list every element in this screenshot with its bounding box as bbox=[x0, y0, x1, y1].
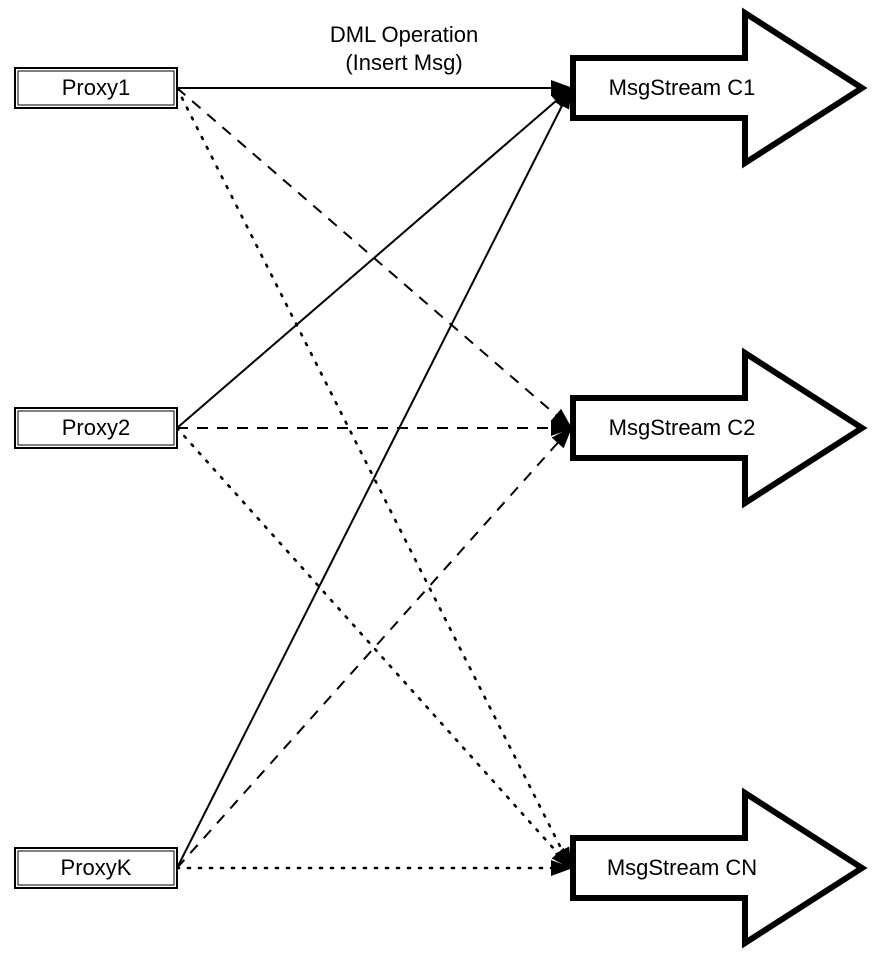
msgstream-arrow-shape[interactable] bbox=[570, 7, 868, 169]
streams-layer: MsgStream C1 MsgStream C2 MsgStream CN bbox=[570, 7, 868, 949]
msgstream-label: MsgStream CN bbox=[607, 855, 757, 880]
connection-line-dotted[interactable] bbox=[175, 426, 573, 870]
msgstream-cn[interactable]: MsgStream CN bbox=[570, 787, 868, 949]
proxy-box-inner-border bbox=[17, 410, 175, 446]
proxy-box[interactable] bbox=[14, 67, 178, 109]
arrowhead-triangle bbox=[551, 860, 573, 876]
annotation-dml-operation: DML Operation (Insert Msg) bbox=[330, 22, 478, 75]
proxy-box[interactable] bbox=[14, 847, 178, 889]
proxy-node-proxy2[interactable]: Proxy2 bbox=[14, 407, 178, 449]
arrowheads-layer bbox=[550, 80, 573, 876]
arrowhead-proxyk-to-c1 bbox=[554, 86, 572, 110]
arrowhead-triangle bbox=[551, 847, 573, 870]
proxy-label: ProxyK bbox=[61, 855, 132, 880]
arrowhead-proxyk-to-cn bbox=[551, 860, 573, 876]
proxy-box-inner-border bbox=[17, 850, 175, 886]
arrowhead-triangle bbox=[551, 80, 573, 96]
arrowhead-proxyk-to-c2 bbox=[551, 426, 573, 449]
connection-proxy2-to-cn[interactable] bbox=[175, 426, 573, 870]
arrowhead-triangle bbox=[551, 426, 573, 449]
annotation-line-1: DML Operation bbox=[330, 22, 478, 47]
annotations-layer: DML Operation (Insert Msg) bbox=[330, 22, 478, 75]
arrowhead-proxy1-to-c2 bbox=[550, 408, 573, 430]
msgstream-arrow-shape[interactable] bbox=[570, 347, 868, 509]
msgstream-label: MsgStream C2 bbox=[609, 415, 756, 440]
connection-proxy1-to-cn[interactable] bbox=[175, 86, 573, 870]
proxy-box[interactable] bbox=[14, 407, 178, 449]
proxy-label: Proxy1 bbox=[62, 75, 130, 100]
proxy-box-inner-border bbox=[17, 70, 175, 106]
connection-proxy2-to-c1[interactable] bbox=[176, 87, 572, 429]
connection-line-solid[interactable] bbox=[176, 87, 572, 869]
arrowhead-triangle bbox=[551, 420, 573, 436]
connection-proxyk-to-c1[interactable] bbox=[176, 87, 572, 869]
arrowhead-triangle bbox=[554, 86, 572, 110]
proxy-node-proxyk[interactable]: ProxyK bbox=[14, 847, 178, 889]
proxy-label: Proxy2 bbox=[62, 415, 130, 440]
arrowhead-triangle bbox=[550, 408, 573, 430]
msgstream-c2[interactable]: MsgStream C2 bbox=[570, 347, 868, 509]
connection-line-solid[interactable] bbox=[176, 87, 572, 429]
connections-layer bbox=[175, 86, 573, 870]
annotation-line-2: (Insert Msg) bbox=[345, 50, 462, 75]
arrowhead-proxy2-to-c2 bbox=[551, 420, 573, 436]
msgstream-arrow-shape[interactable] bbox=[570, 787, 868, 949]
connection-line-dotted[interactable] bbox=[175, 86, 573, 870]
arrowhead-proxy2-to-cn bbox=[551, 847, 573, 870]
msgstream-c1[interactable]: MsgStream C1 bbox=[570, 7, 868, 169]
msgstream-label: MsgStream C1 bbox=[609, 75, 756, 100]
proxy-node-proxy1[interactable]: Proxy1 bbox=[14, 67, 178, 109]
arrowhead-proxy1-to-c1 bbox=[551, 80, 573, 96]
